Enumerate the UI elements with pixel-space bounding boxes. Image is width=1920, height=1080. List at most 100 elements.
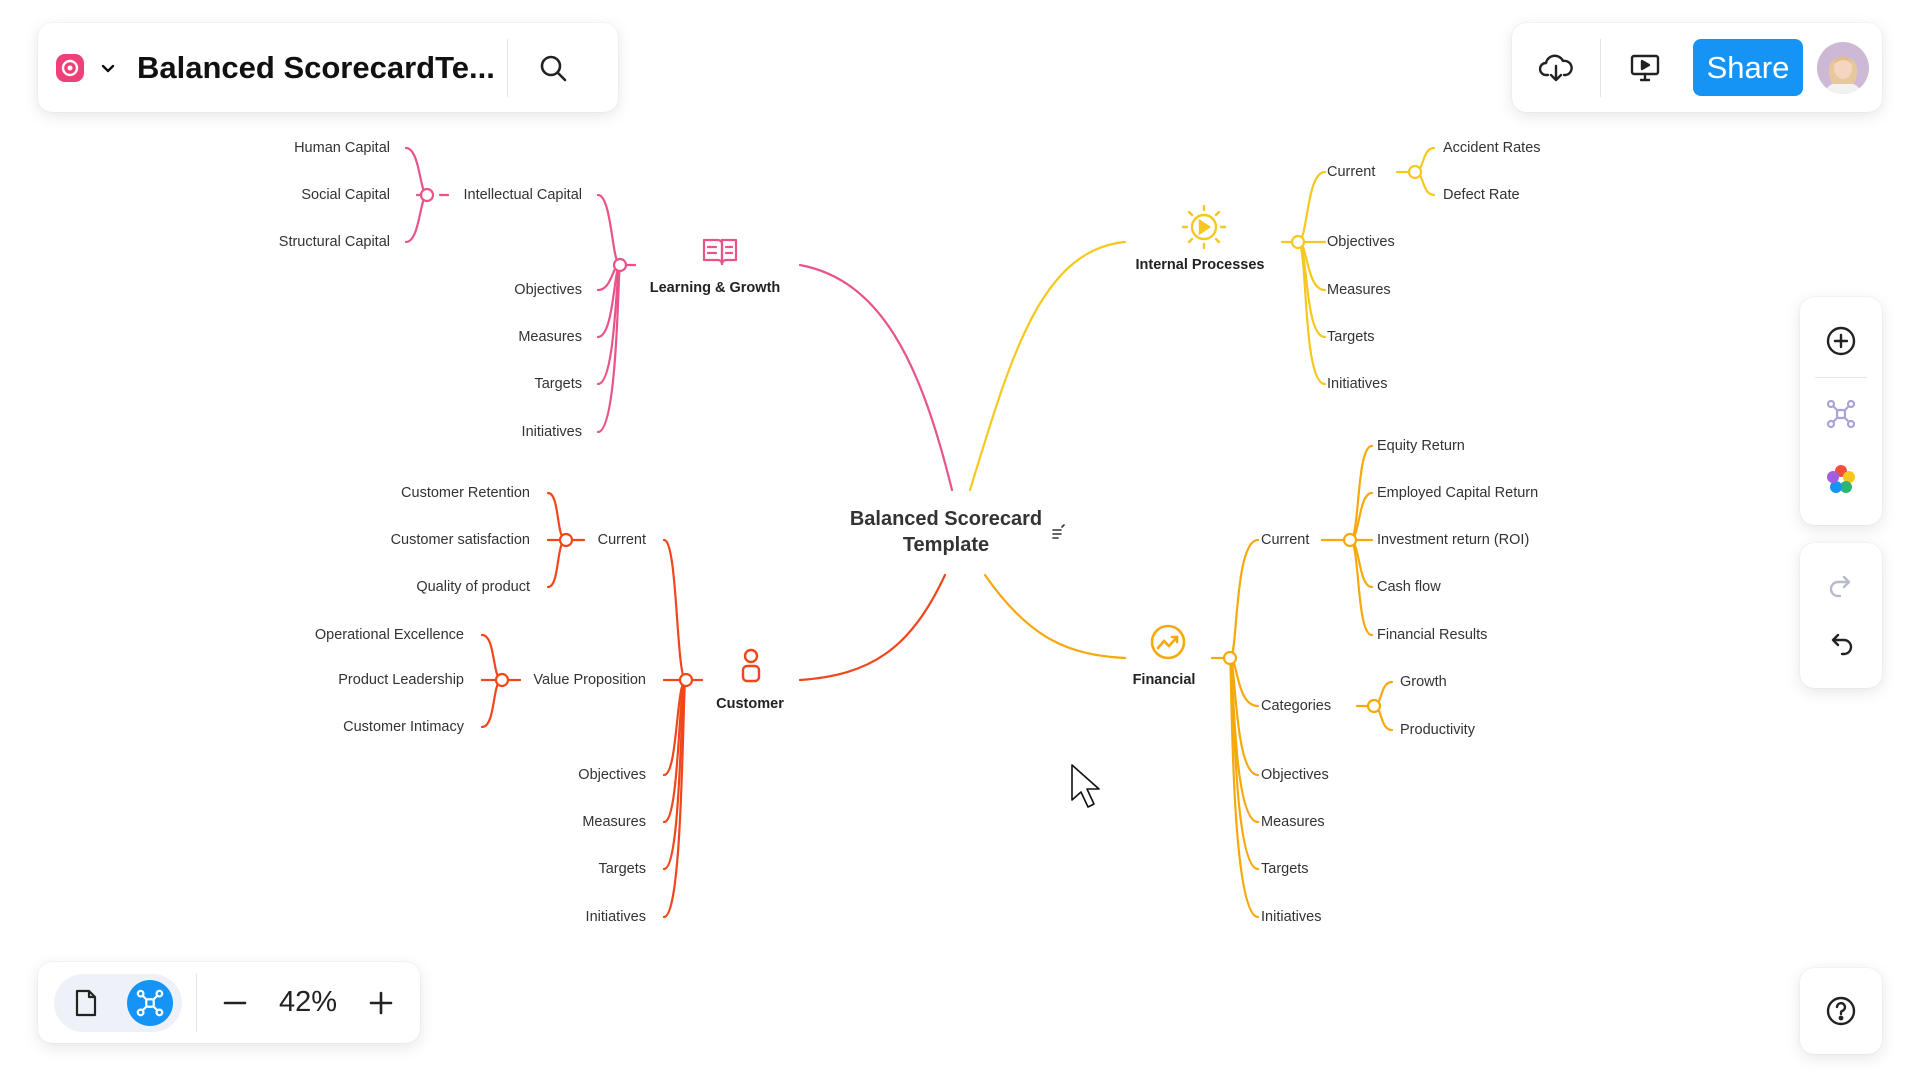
node-structural-capital[interactable]: Structural Capital — [278, 234, 390, 250]
toolbar-divider — [1600, 38, 1601, 97]
topic-customer[interactable]: Customer — [716, 696, 784, 712]
undo-button[interactable] — [1811, 619, 1871, 671]
mindmap-mode-icon — [136, 989, 164, 1016]
node-financial-objectives[interactable]: Objectives — [1261, 767, 1329, 783]
search-icon — [540, 55, 567, 81]
present-button[interactable] — [1601, 33, 1689, 103]
mouse-cursor-icon — [1071, 764, 1100, 808]
download-button[interactable] — [1512, 33, 1600, 103]
mindmap-layout-icon — [1826, 399, 1856, 428]
node-customer-satisfaction[interactable]: Customer satisfaction — [390, 532, 530, 548]
app-logo-icon[interactable] — [55, 53, 85, 83]
layout-button[interactable] — [1811, 392, 1871, 436]
central-topic[interactable]: Balanced Scorecard Template — [836, 506, 1056, 558]
redo-button[interactable] — [1811, 561, 1871, 613]
node-customer-current[interactable]: Current — [597, 532, 646, 548]
node-internal-initiatives[interactable]: Initiatives — [1327, 376, 1388, 392]
user-avatar[interactable] — [1817, 41, 1869, 94]
book-icon — [702, 238, 738, 266]
node-product-leadership[interactable]: Product Leadership — [338, 672, 464, 688]
central-topic-line1: Balanced Scorecard — [849, 508, 1043, 530]
financial-node-dot — [1222, 650, 1238, 666]
side-toolbar — [1800, 297, 1882, 525]
theme-button[interactable] — [1811, 454, 1871, 504]
financial-categories-dot — [1366, 698, 1382, 714]
topic-financial[interactable]: Financial — [1132, 672, 1196, 688]
node-operational-excellence[interactable]: Operational Excellence — [314, 627, 464, 643]
intellectual-node-dot — [419, 187, 435, 203]
node-financial-categories[interactable]: Categories — [1261, 698, 1332, 714]
node-accident-rates[interactable]: Accident Rates — [1443, 140, 1541, 156]
node-internal-measures[interactable]: Measures — [1327, 282, 1391, 298]
add-topic-button[interactable] — [1811, 319, 1871, 363]
node-financial-initiatives[interactable]: Initiatives — [1261, 909, 1322, 925]
topic-internal-processes[interactable]: Internal Processes — [1135, 257, 1265, 273]
node-customer-objectives[interactable]: Objectives — [578, 767, 646, 783]
node-equity-return[interactable]: Equity Return — [1377, 438, 1465, 454]
branch-line-learning — [798, 263, 954, 492]
node-learning-objectives[interactable]: Objectives — [514, 282, 582, 298]
zoom-level[interactable]: 42% — [278, 986, 338, 1018]
node-intellectual-capital[interactable]: Intellectual Capital — [463, 187, 583, 203]
customer-value-dot — [494, 672, 510, 688]
cloud-download-icon — [1539, 54, 1573, 81]
node-customer-measures[interactable]: Measures — [582, 814, 646, 830]
zoom-divider — [196, 973, 197, 1032]
avatar-icon — [1817, 41, 1869, 94]
node-customer-initiatives[interactable]: Initiatives — [585, 909, 646, 925]
node-quality-of-product[interactable]: Quality of product — [416, 579, 530, 595]
node-customer-intimacy[interactable]: Customer Intimacy — [343, 719, 464, 735]
node-learning-measures[interactable]: Measures — [518, 329, 582, 345]
chevron-down-icon[interactable] — [99, 59, 117, 77]
mindmap-view-button[interactable] — [127, 979, 173, 1026]
node-defect-rate[interactable]: Defect Rate — [1443, 187, 1520, 203]
node-financial-targets[interactable]: Targets — [1261, 861, 1309, 877]
node-financial-current[interactable]: Current — [1261, 532, 1310, 548]
node-human-capital[interactable]: Human Capital — [294, 140, 390, 156]
zoom-in-button[interactable] — [351, 973, 411, 1033]
node-cash-flow[interactable]: Cash flow — [1377, 579, 1441, 595]
redo-icon — [1829, 575, 1851, 597]
trend-up-icon — [1150, 624, 1186, 660]
view-mode-switch — [54, 973, 182, 1032]
branch-line-financial — [983, 573, 1127, 660]
node-social-capital[interactable]: Social Capital — [301, 187, 390, 203]
node-customer-retention[interactable]: Customer Retention — [401, 485, 530, 501]
node-internal-current[interactable]: Current — [1327, 164, 1376, 180]
financial-current-dot — [1342, 532, 1358, 548]
node-employed-capital-return[interactable]: Employed Capital Return — [1377, 485, 1539, 501]
document-title[interactable]: Balanced ScorecardTe... — [137, 49, 495, 85]
branch-line-internal — [968, 240, 1127, 492]
share-button[interactable]: Share — [1693, 39, 1803, 96]
page-icon — [75, 989, 97, 1016]
help-button[interactable] — [1811, 981, 1871, 1041]
central-topic-line2: Template — [902, 534, 990, 556]
node-internal-objectives[interactable]: Objectives — [1327, 234, 1395, 250]
node-investment-return[interactable]: Investment return (ROI) — [1377, 532, 1530, 548]
node-financial-results[interactable]: Financial Results — [1377, 627, 1488, 643]
person-icon — [741, 648, 761, 683]
zoom-out-button[interactable] — [205, 973, 265, 1033]
branch-line-customer — [798, 573, 947, 682]
header-divider — [507, 38, 508, 97]
customer-current-dot — [558, 532, 574, 548]
node-learning-initiatives[interactable]: Initiatives — [521, 424, 582, 440]
outline-view-button[interactable] — [63, 980, 109, 1026]
node-growth[interactable]: Growth — [1400, 674, 1447, 690]
node-internal-targets[interactable]: Targets — [1327, 329, 1375, 345]
search-button[interactable] — [508, 33, 598, 103]
topic-learning-growth[interactable]: Learning & Growth — [649, 280, 781, 296]
node-productivity[interactable]: Productivity — [1400, 722, 1475, 738]
node-customer-targets[interactable]: Targets — [598, 861, 646, 877]
node-financial-measures[interactable]: Measures — [1261, 814, 1325, 830]
customer-subtree-lines — [480, 491, 704, 919]
help-panel — [1800, 968, 1882, 1054]
node-learning-targets[interactable]: Targets — [534, 376, 582, 392]
document-header: Balanced ScorecardTe... — [38, 23, 618, 112]
top-toolbar: Share — [1512, 23, 1882, 112]
view-zoom-controls: 42% — [38, 962, 420, 1043]
add-circle-icon — [1826, 326, 1856, 355]
financial-subtree-lines — [1210, 444, 1394, 919]
undo-icon — [1831, 633, 1853, 655]
node-value-proposition[interactable]: Value Proposition — [533, 672, 646, 688]
